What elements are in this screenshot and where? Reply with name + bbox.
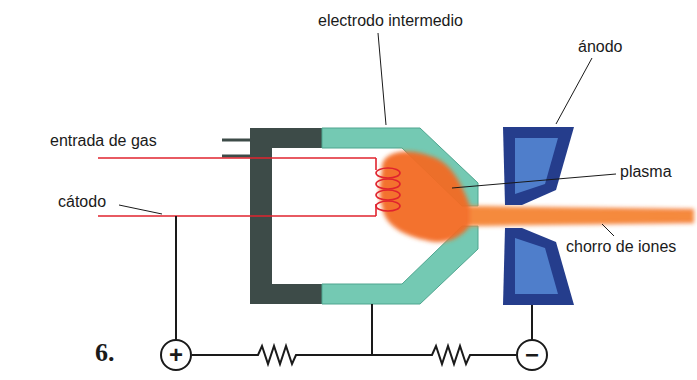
positive-terminal: + bbox=[160, 339, 192, 371]
part-label: entrada de gas bbox=[50, 132, 157, 150]
part-label: ánodo bbox=[578, 38, 623, 56]
terminal-sign: − bbox=[525, 343, 539, 367]
anode bbox=[503, 127, 574, 305]
resistor-symbol bbox=[252, 344, 480, 366]
negative-terminal: − bbox=[516, 339, 548, 371]
part-label: electrodo intermedio bbox=[318, 12, 463, 30]
part-label: chorro de iones bbox=[566, 238, 676, 256]
cathode-filament bbox=[98, 158, 400, 216]
terminal-sign: + bbox=[169, 343, 183, 367]
gas-inlet bbox=[222, 140, 252, 156]
leader-line bbox=[119, 33, 616, 236]
part-label: cátodo bbox=[58, 193, 106, 211]
circuit-wire bbox=[176, 216, 532, 355]
part-label: plasma bbox=[620, 163, 672, 181]
figure-number: 6. bbox=[95, 338, 115, 368]
